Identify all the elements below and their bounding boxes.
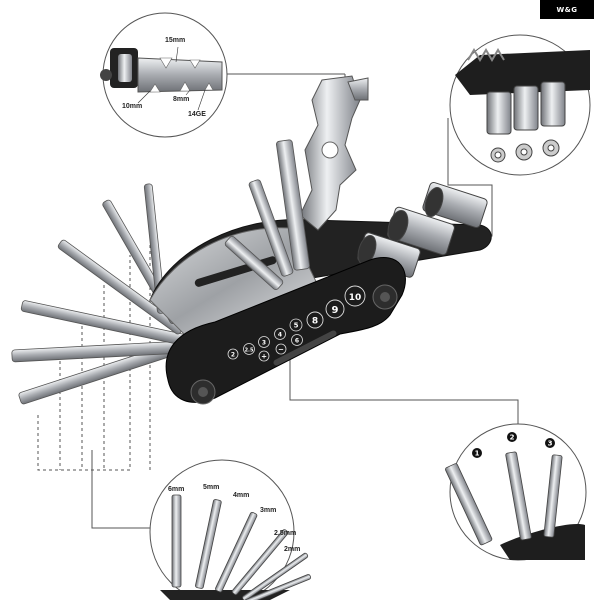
screwdriver-bits [224,139,310,291]
size-mark: 6 [295,338,299,345]
hex-size-label: 2mm [284,546,300,553]
size-mark: − [278,346,284,354]
size-mark: 2 [231,352,235,359]
callout-wrench-slots: 15mm 10mm 8mm 14GE [100,12,228,138]
hex-size-label: 6mm [168,486,184,493]
wrench-plate [299,75,369,231]
slot-label: 10mm [122,103,142,110]
callout-screwdriver-bits: 1 2 3 [445,423,587,561]
bit-number: 2 [510,434,515,442]
multitool: 2 2.5 3 4 5 6 8 9 10 + − [11,75,492,405]
brand-text: W&G [556,5,578,14]
hex-size-label: 3mm [260,507,276,514]
brand-logo: W&G [540,0,594,19]
slot-label: 8mm [173,96,189,103]
hex-key-fan [11,183,203,405]
size-mark: 8 [312,317,318,327]
callout-hex-keys: 6mm 5mm 4mm 3mm 2.5mm 2mm [149,459,311,605]
size-mark: 2.5 [245,348,254,354]
bit-number: 1 [475,450,480,458]
hex-size-label: 5mm [203,484,219,491]
size-mark: 4 [278,332,282,339]
size-mark: 9 [332,305,339,316]
slot-label: 14GE [188,111,206,118]
size-markings: 2 2.5 3 4 5 6 8 9 10 + − [227,285,366,362]
callout-sockets [449,34,591,176]
hex-size-label: 2.5mm [274,530,296,537]
size-mark: 3 [262,340,266,347]
hex-size-label: 4mm [233,492,249,499]
size-mark: 10 [349,293,362,303]
bit-number: 3 [548,440,553,448]
socket-set [357,182,488,278]
size-mark: 5 [294,322,299,330]
size-mark: + [261,353,267,361]
slot-label: 15mm [165,37,185,44]
